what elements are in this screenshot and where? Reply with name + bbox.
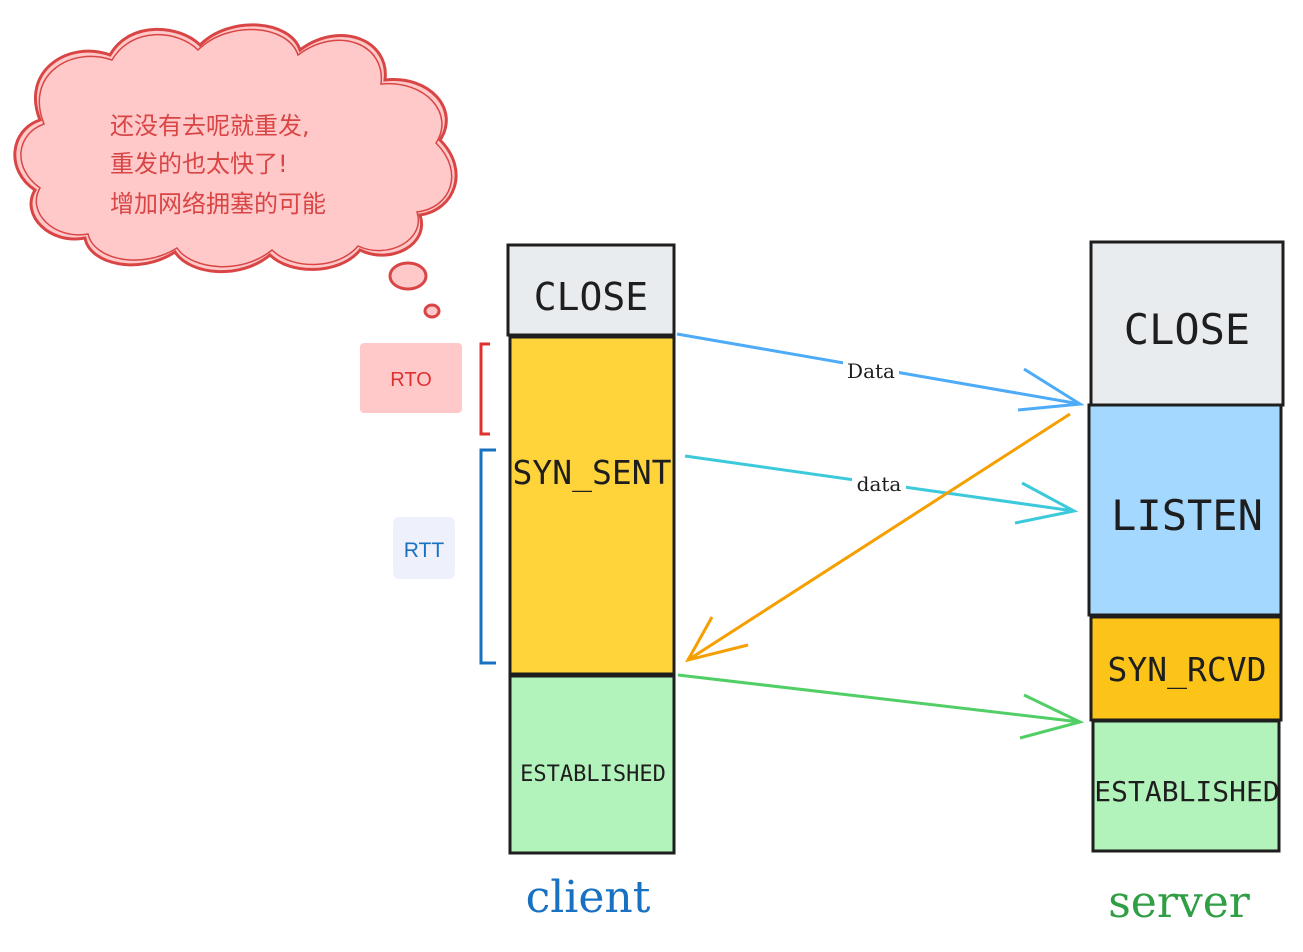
client-state-close [506,243,676,337]
client-state-established [508,674,676,855]
rto-label-background [360,343,462,413]
cloud-bubble [388,261,428,291]
message-arrowhead-data-1 [1017,367,1085,412]
server-column: CLOSE LISTEN SYN_RCVD ESTABLISHED server [1087,240,1285,928]
server-state-listen [1087,403,1283,617]
message-arrowhead-ack [1019,693,1085,740]
server-state-syn-rcvd [1089,615,1283,722]
thought-cloud: 还没有去呢就重发, 重发的也太快了! 增加网络拥塞的可能 [13,23,458,319]
rtt-label: RTT [404,539,445,562]
client-state-established-label: ESTABLISHED [520,762,666,787]
message-label-data-1: Data [847,359,895,383]
server-state-syn-rcvd-label: SYN_RCVD [1108,650,1267,690]
client-state-syn-sent-label: SYN_SENT [513,453,672,493]
message-label-bg [852,470,906,496]
server-state-listen-label: LISTEN [1111,491,1263,540]
message-arrow-syn-ack [687,412,1071,662]
client-column: CLOSE SYN_SENT ESTABLISHED client [506,243,676,923]
client-state-close-label: CLOSE [534,275,648,319]
server-title: server [1108,877,1251,928]
message-arrowhead-syn-ack [685,616,749,663]
rto-annotation: RTO [360,342,490,436]
server-state-established-label: ESTABLISHED [1094,775,1279,808]
message-arrowhead-data-2 [1014,481,1079,525]
cloud-text-line-3: 增加网络拥塞的可能 [110,190,326,218]
server-state-close [1089,240,1285,407]
cloud-text-line-1: 还没有去呢就重发, [110,112,310,140]
cloud-text-line-2: 重发的也太快了! [110,150,288,178]
server-state-close-label: CLOSE [1124,305,1250,354]
message-label-bg [843,356,899,382]
cloud-bubble [423,303,441,319]
cloud-shape [13,23,458,274]
rtt-label-background [393,517,455,579]
rtt-bracket [479,448,496,665]
message-arrow-ack [677,673,1081,724]
rto-bracket [479,342,490,436]
client-title: client [526,872,651,923]
rtt-annotation: RTT [393,448,496,665]
rto-label: RTO [390,369,432,391]
message-label-data-2: data [857,472,902,496]
client-state-syn-sent [508,335,676,676]
message-arrows: Data data [676,332,1085,740]
cloud-shape-outline [20,28,453,268]
server-state-established [1091,719,1281,853]
